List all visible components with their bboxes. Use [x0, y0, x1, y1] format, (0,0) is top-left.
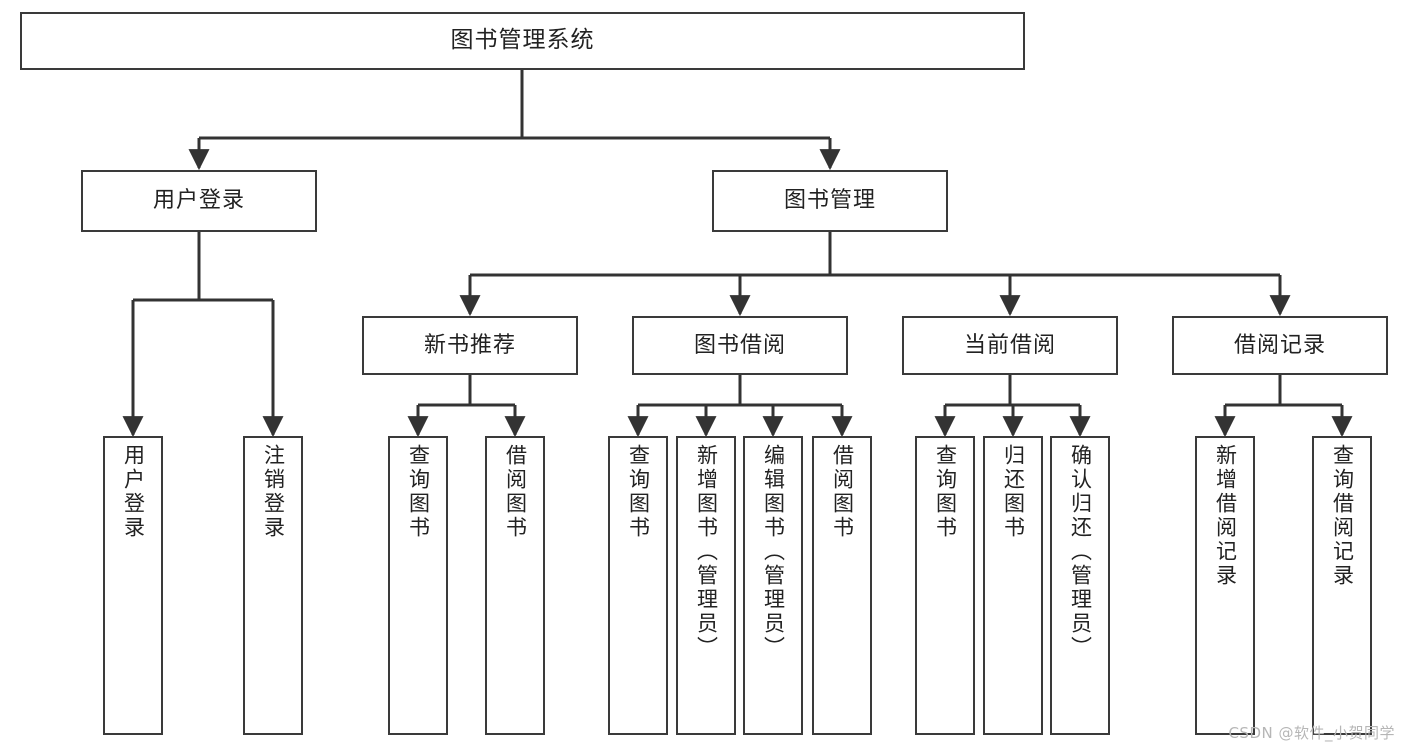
node-label: 确认归还（管理员） [1068, 444, 1093, 660]
leaf-borrow-query-book[interactable]: 查询图书 [608, 436, 668, 735]
leaf-current-confirm-return[interactable]: 确认归还（管理员） [1050, 436, 1110, 735]
leaf-record-query[interactable]: 查询借阅记录 [1312, 436, 1372, 735]
node-label: 查询图书 [406, 444, 431, 540]
leaf-user-login[interactable]: 用户登录 [103, 436, 163, 735]
node-label: 借阅记录 [1233, 332, 1326, 358]
node-book-borrow[interactable]: 图书借阅 [632, 316, 848, 375]
leaf-logout[interactable]: 注销登录 [243, 436, 303, 735]
node-label: 新增借阅记录 [1213, 444, 1238, 588]
leaf-borrow-add-book[interactable]: 新增图书（管理员） [676, 436, 736, 735]
leaf-new-book-query[interactable]: 查询图书 [388, 436, 448, 735]
node-new-book-recommend[interactable]: 新书推荐 [362, 316, 578, 375]
watermark: CSDN @软件_小贺同学 [1228, 724, 1395, 742]
node-label: 归还图书 [1001, 444, 1026, 540]
node-label: 图书管理系统 [450, 27, 595, 54]
leaf-borrow-borrow-book[interactable]: 借阅图书 [812, 436, 872, 735]
leaf-borrow-edit-book[interactable]: 编辑图书（管理员） [743, 436, 803, 735]
leaf-current-query-book[interactable]: 查询图书 [915, 436, 975, 735]
node-book-management[interactable]: 图书管理 [712, 170, 948, 232]
node-root-system[interactable]: 图书管理系统 [20, 12, 1025, 70]
node-label: 借阅图书 [830, 444, 855, 540]
node-user-login[interactable]: 用户登录 [81, 170, 317, 232]
node-label: 当前借阅 [963, 332, 1056, 358]
node-label: 用户登录 [152, 188, 245, 214]
node-label: 查询图书 [626, 444, 651, 540]
node-label: 用户登录 [121, 444, 146, 540]
node-label: 图书借阅 [693, 332, 786, 358]
node-label: 借阅图书 [503, 444, 528, 540]
node-label: 编辑图书（管理员） [761, 444, 786, 660]
node-label: 新书推荐 [423, 332, 516, 358]
node-label: 注销登录 [261, 444, 286, 540]
node-borrow-records[interactable]: 借阅记录 [1172, 316, 1388, 375]
node-label: 新增图书（管理员） [694, 444, 719, 660]
leaf-current-return-book[interactable]: 归还图书 [983, 436, 1043, 735]
node-label: 查询图书 [933, 444, 958, 540]
leaf-record-add[interactable]: 新增借阅记录 [1195, 436, 1255, 735]
node-label: 图书管理 [783, 188, 876, 214]
node-label: 查询借阅记录 [1330, 444, 1355, 588]
leaf-new-book-borrow[interactable]: 借阅图书 [485, 436, 545, 735]
node-current-borrow[interactable]: 当前借阅 [902, 316, 1118, 375]
